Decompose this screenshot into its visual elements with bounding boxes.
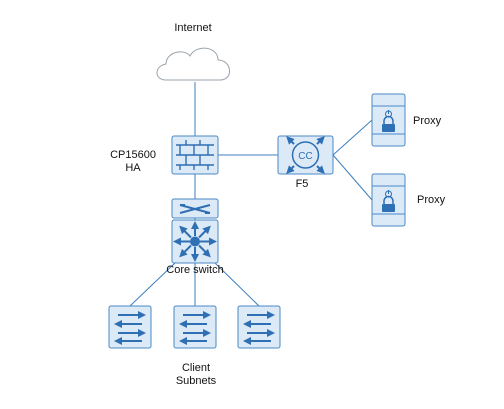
firewall-label-line2: HA [125,162,141,174]
load-balancer-icon[interactable]: CC [277,135,334,175]
switch-icon[interactable] [237,305,281,349]
proxy1-label: Proxy [413,115,442,127]
cloud-icon [156,47,230,81]
firewall-label-line1: CP15600 [110,149,156,161]
switch-icon[interactable] [171,198,219,219]
proxy2-label: Proxy [417,194,446,206]
internet-label: Internet [174,22,212,34]
server-icon[interactable] [371,93,406,147]
server-icon[interactable] [371,173,406,227]
link-core-access1 [129,262,176,307]
switch-icon[interactable] [173,305,217,349]
link-f5-proxy1 [332,119,373,156]
client-subnets-label-line2: Subnets [175,375,217,387]
switch-icon[interactable] [108,305,152,349]
link-core-access3 [214,262,260,307]
f5-label: F5 [295,178,309,190]
f5-badge: CC [298,151,312,162]
firewall-icon[interactable] [171,135,219,175]
layer3-switch-icon[interactable] [171,219,219,264]
core-switch-label: Core switch [166,264,224,276]
client-subnets-label-line1: Client [181,362,211,374]
link-f5-proxy2 [332,154,373,201]
